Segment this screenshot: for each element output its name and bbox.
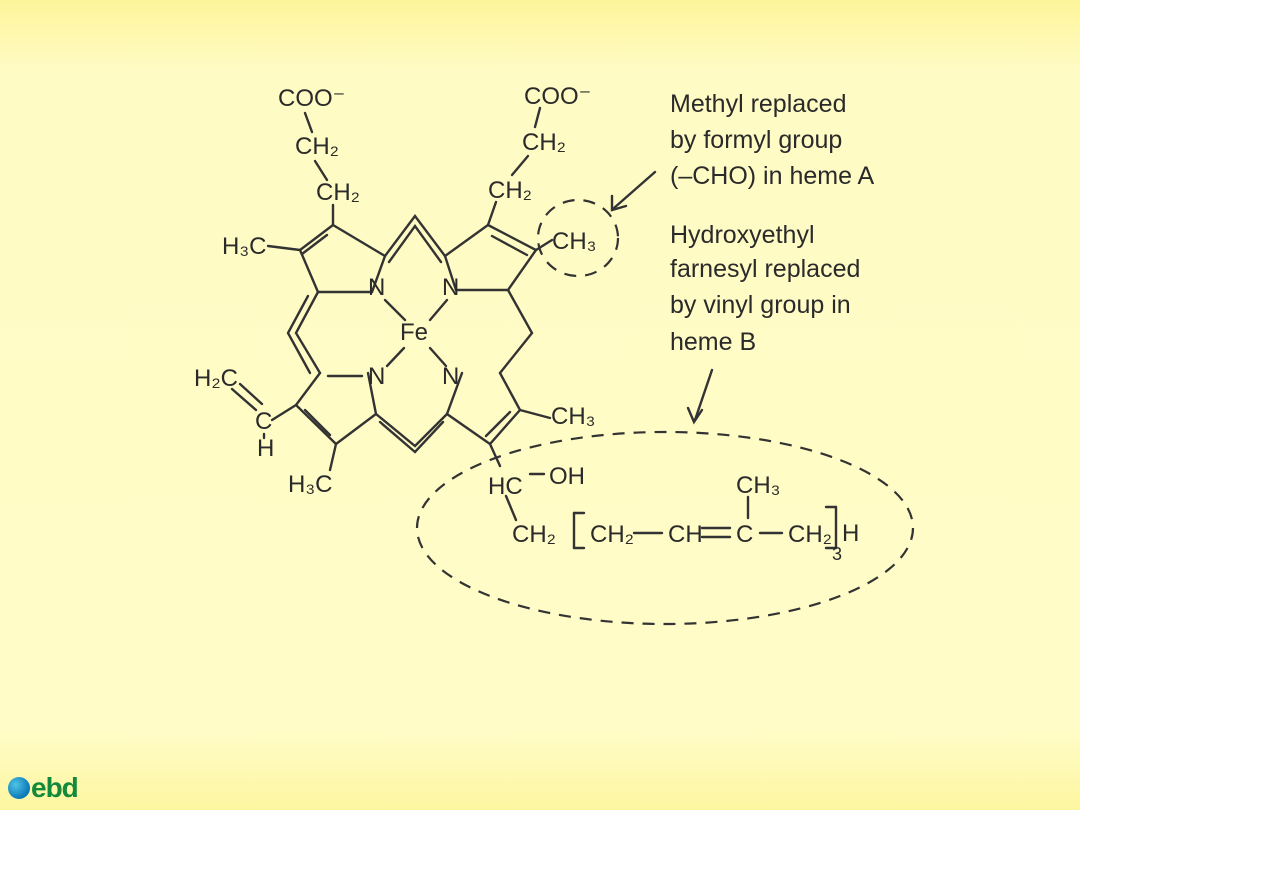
ebd-logo: ebd (8, 772, 79, 804)
label-ch2-chain-start: CH₂ (512, 521, 556, 548)
annotation-heme-a-line-2: by formyl group (670, 126, 842, 154)
label-ch2-right-lower: CH₂ (488, 177, 532, 204)
label-h2c-vinyl: H₂C (194, 365, 238, 392)
label-h3c-left: H₃C (222, 233, 266, 260)
slide-background (0, 0, 1080, 810)
label-ch2-left-lower: CH₂ (316, 179, 360, 206)
atom-labels: COO⁻ CH₂ CH₂ COO⁻ CH₂ CH₂ H₃C CH₃ N N Fe… (194, 83, 859, 564)
label-c-chain: C (736, 521, 753, 548)
annotation-heme-b-line-4: heme B (670, 328, 756, 356)
annotation-heme-b-line-1: Hydroxyethyl (670, 221, 815, 249)
annotation-heme-b-line-2: farnesyl replaced (670, 255, 860, 283)
label-h-vinyl: H (257, 435, 274, 462)
label-n-top-right: N (442, 274, 459, 301)
annotation-heme-a-line-3: (–CHO) in heme A (670, 162, 875, 190)
label-ch2-right-upper: CH₂ (522, 129, 566, 156)
label-h3c-bottom: H₃C (288, 471, 332, 498)
logo-text: ebd (31, 772, 79, 803)
label-fe: Fe (400, 319, 428, 346)
annotation-heme-a: Methyl replaced by formyl group (–CHO) i… (670, 90, 875, 190)
label-coo-right: COO⁻ (524, 83, 591, 110)
farnesyl-highlight-ellipse (415, 430, 915, 626)
label-ch2-chain-2: CH₂ (788, 521, 832, 548)
label-ch2-left-upper: CH₂ (295, 133, 339, 160)
globe-icon (8, 777, 30, 799)
label-n-bottom-right: N (442, 363, 459, 390)
label-ch3-chain: CH₃ (736, 472, 780, 499)
annotation-heme-b-line-3: by vinyl group in (670, 291, 851, 319)
label-hc: HC (488, 473, 523, 500)
annotation-heme-a-line-1: Methyl replaced (670, 90, 846, 118)
label-n-top-left: N (368, 274, 385, 301)
label-ch3-right: CH₃ (551, 403, 595, 430)
label-h-chain: H (842, 520, 859, 547)
bond-lines (230, 106, 838, 550)
heme-structure-diagram: COO⁻ CH₂ CH₂ COO⁻ CH₂ CH₂ H₃C CH₃ N N Fe… (194, 83, 915, 626)
label-n-bottom-left: N (368, 363, 385, 390)
label-ch2-chain-1: CH₂ (590, 521, 634, 548)
label-ch-chain: CH (668, 521, 703, 548)
label-subscript-3: 3 (832, 544, 842, 564)
label-oh: OH (549, 463, 585, 490)
arrow-to-methyl (610, 170, 657, 212)
label-ch3-circled: CH₃ (552, 228, 596, 255)
label-coo-left: COO⁻ (278, 85, 345, 112)
annotation-heme-b: Hydroxyethyl farnesyl replaced by vinyl … (670, 221, 860, 356)
arrow-to-farnesyl (686, 368, 714, 425)
label-c-vinyl: C (255, 408, 272, 435)
methyl-highlight-circle (536, 198, 620, 278)
